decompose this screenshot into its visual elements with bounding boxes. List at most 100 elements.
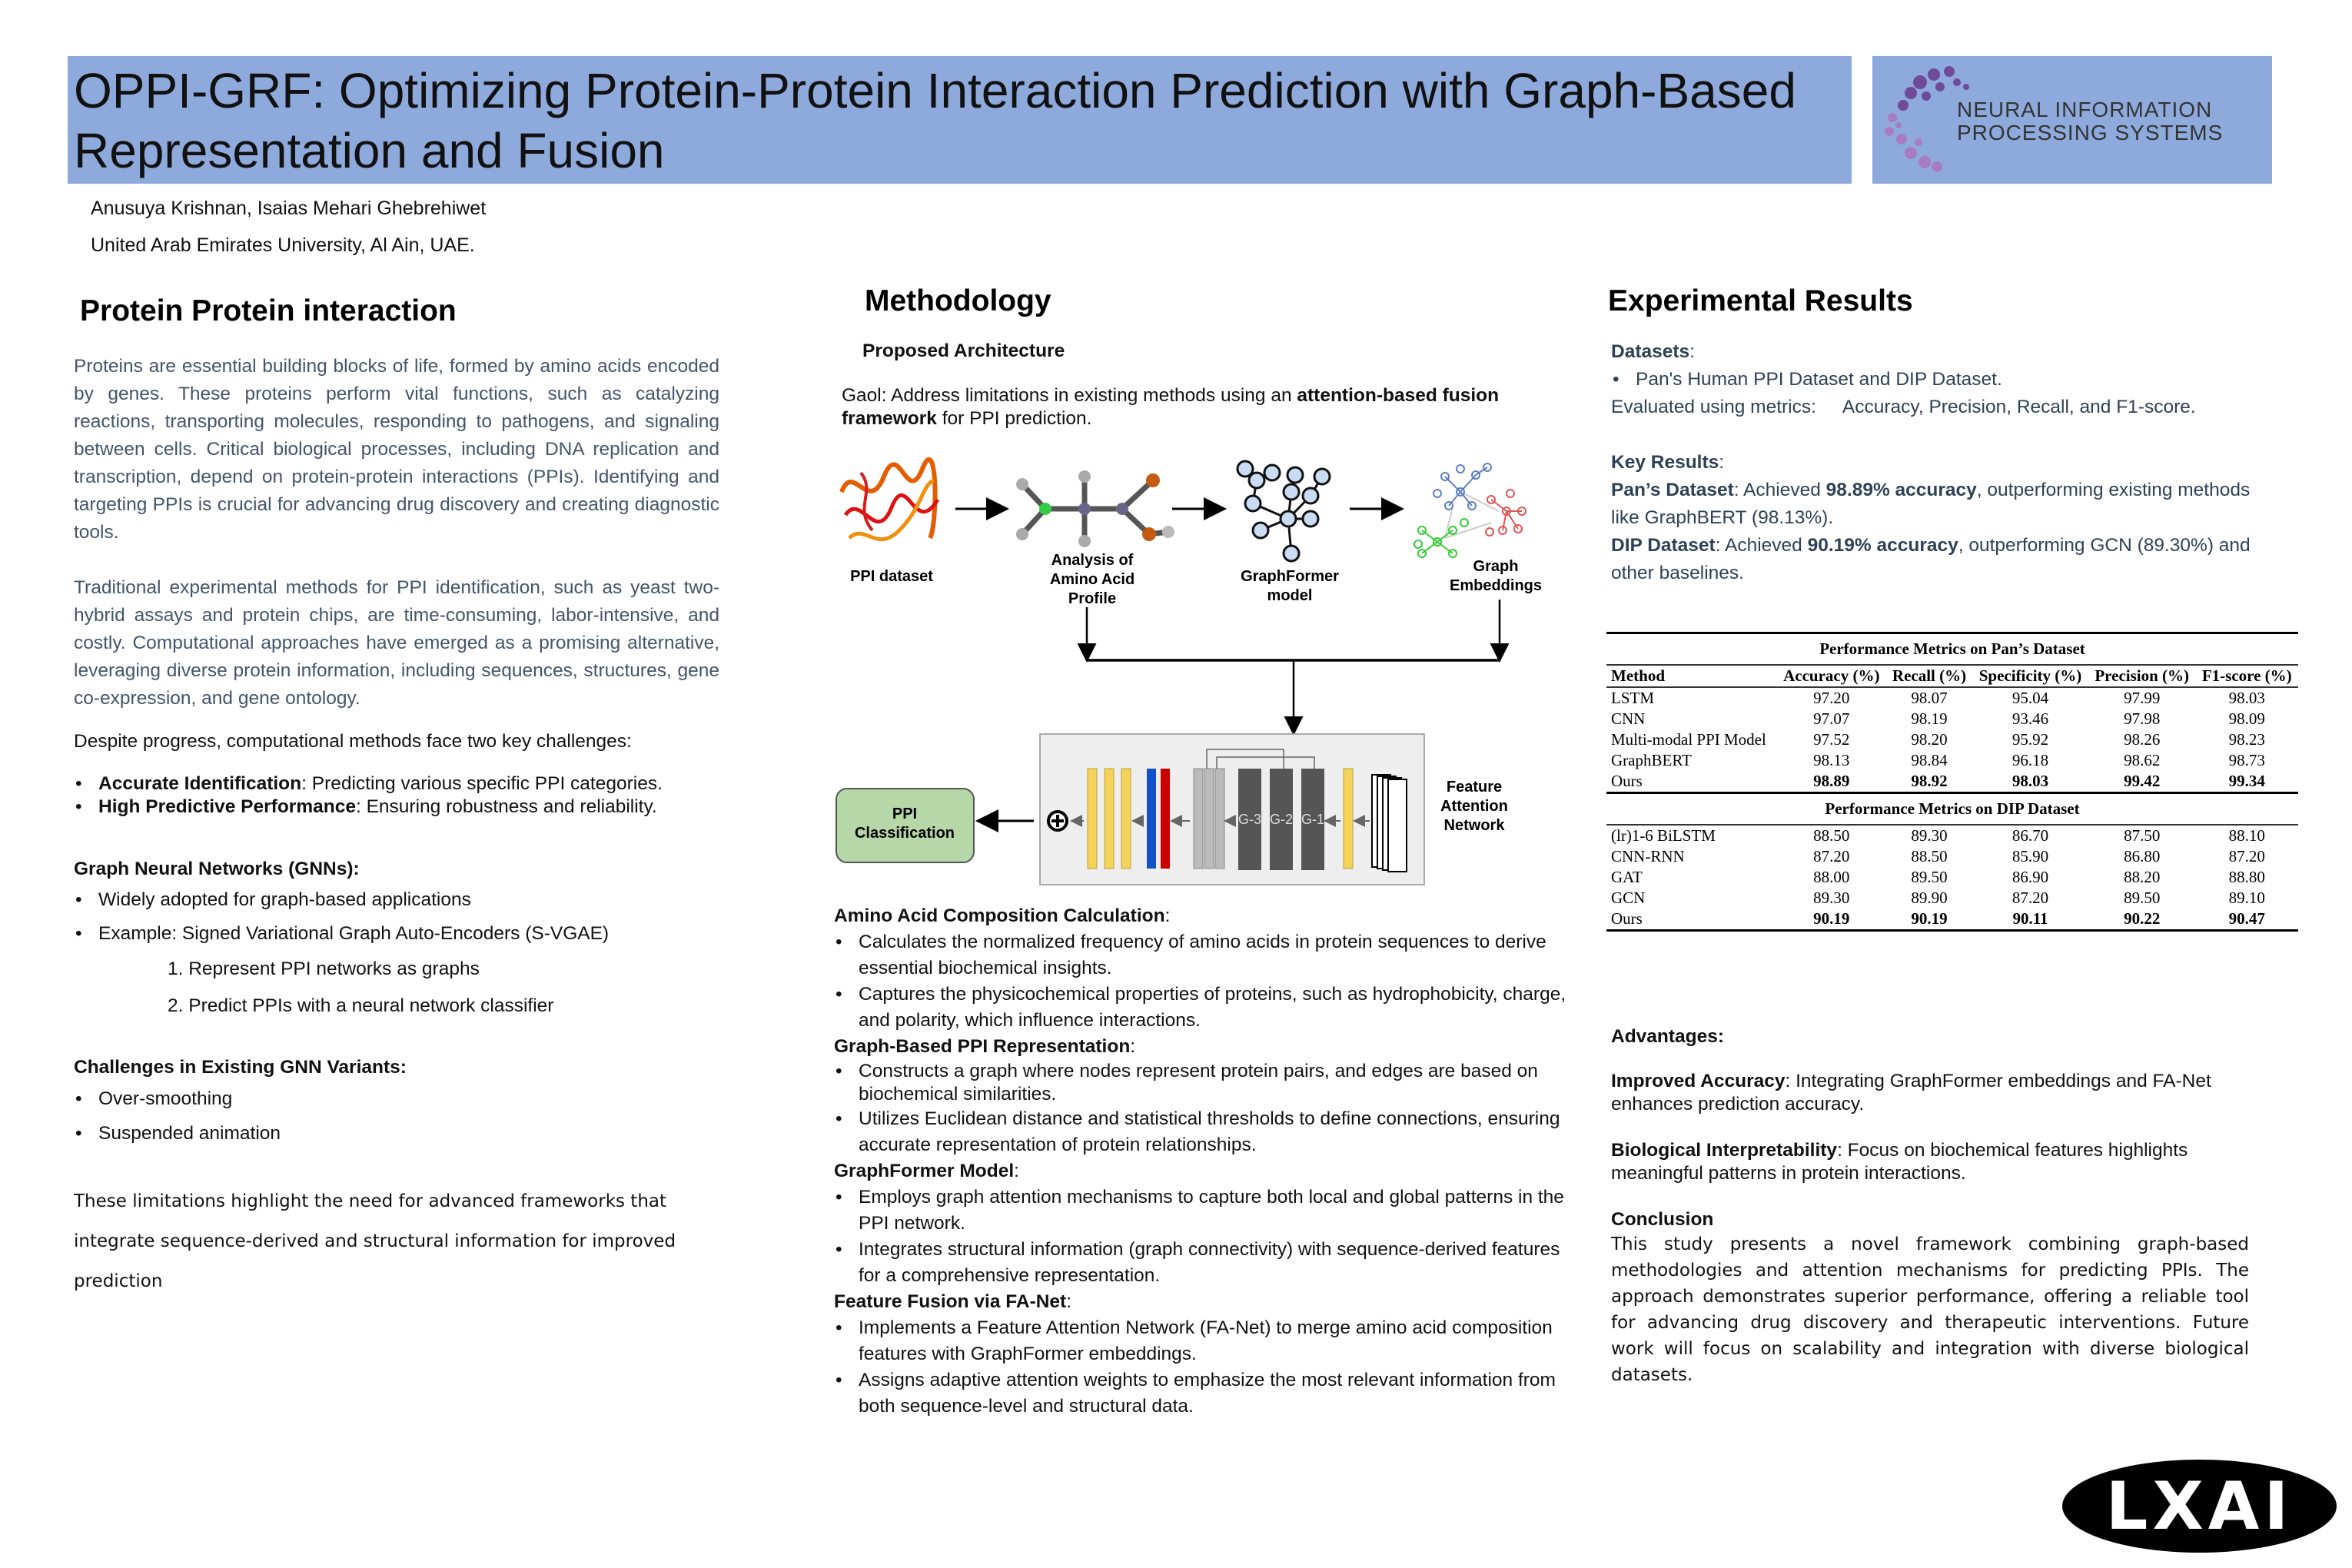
table-cell: 98.03 <box>2228 689 2265 707</box>
table-cell: 90.11 <box>2012 909 2048 928</box>
table-cell: 98.26 <box>2124 730 2161 749</box>
table-cell: 88.20 <box>2124 868 2161 886</box>
step: 2. Predict PPIs with a neural network cl… <box>168 995 554 1016</box>
table-cell: 98.03 <box>2011 772 2049 790</box>
result-label: Pan’s Dataset <box>1611 480 1734 500</box>
table-cell: 88.10 <box>2228 826 2265 845</box>
list-item: Constructs a graph where nodes represent… <box>834 1060 1568 1106</box>
table-cell: 98.09 <box>2228 709 2265 728</box>
goal-text: for PPI prediction. <box>936 408 1092 429</box>
graphformer-graph-icon <box>1236 460 1331 563</box>
dip-result: DIP Dataset: Achieved 90.19% accuracy, o… <box>1611 532 2257 587</box>
label-line: PPI <box>892 806 917 822</box>
method-section-title: Feature Fusion via FA-Net <box>834 1291 1067 1312</box>
table-bottom-rule <box>1606 930 2298 932</box>
result-text: , outperforming existing methods like Gr… <box>1611 480 2251 528</box>
table-cell: 97.52 <box>1813 730 1850 749</box>
goal-statement: Gaol: Address limitations in existing me… <box>842 384 1503 430</box>
table-cell: 99.34 <box>2228 772 2265 790</box>
table-cell: 98.19 <box>1911 709 1948 728</box>
list-item: Example: Signed Variational Graph Auto-E… <box>74 917 719 951</box>
table-cell: 87.20 <box>2011 889 2049 907</box>
table-cell: Precision (%) <box>2095 666 2190 685</box>
label-line: Graph <box>1473 558 1519 575</box>
table-cell: CNN-RNN <box>1611 847 1685 865</box>
label-line: Analysis of <box>1051 552 1134 569</box>
challenges-intro: Despite progress, computational methods … <box>74 731 632 752</box>
list-item: Suspended animation <box>74 1116 719 1151</box>
table-cell: 98.84 <box>1911 751 1948 769</box>
list-item: High Predictive Performance: Ensuring ro… <box>74 796 719 819</box>
results-summary: Datasets: Pan's Human PPI Dataset and DI… <box>1611 338 2257 587</box>
list-item: Assigns adaptive attention weights to em… <box>834 1367 1568 1420</box>
ppi-classification-box: PPI Classification <box>835 788 975 863</box>
poster-title: OPPI-GRF: Optimizing Protein-Protein Int… <box>74 63 1796 178</box>
method-section: Feature Fusion via FA-Net: Implements a … <box>834 1289 1568 1420</box>
gnn-list: Widely adopted for graph-based applicati… <box>74 883 719 951</box>
label-fa-net: Feature Attention Network <box>1440 779 1508 834</box>
lxai-logo-text: LXAI <box>2105 1467 2294 1545</box>
list-item: Accurate Identification: Predicting vari… <box>74 772 719 796</box>
table-cell: GCN <box>1611 889 1646 907</box>
label-line: Attention <box>1440 798 1508 815</box>
advantage-item: Biological Interpretability: Focus on bi… <box>1611 1139 2249 1185</box>
logo-line-2: PROCESSING SYSTEMS <box>1957 121 2224 145</box>
table-cell: Method <box>1611 666 1665 685</box>
table-cell: 90.47 <box>2228 909 2265 928</box>
label-line: Network <box>1444 817 1506 834</box>
list-item: Utilizes Euclidean distance and statisti… <box>834 1106 1568 1158</box>
protein-structure-icon <box>839 457 940 542</box>
step: 1. Represent PPI networks as graphs <box>168 958 480 979</box>
neurips-logo: NEURAL INFORMATION PROCESSING SYSTEMS <box>1872 56 2272 184</box>
fa-net-box: G-3 G-2 G-1 <box>1039 733 1425 885</box>
table-cell: 86.80 <box>2124 847 2161 865</box>
advantage-item: Improved Accuracy: Integrating GraphForm… <box>1611 1070 2249 1116</box>
pan-result: Pan’s Dataset: Achieved 98.89% accuracy,… <box>1611 477 2257 532</box>
label-line: Amino Acid <box>1050 571 1134 588</box>
g-block-label: G-1 <box>1301 812 1324 827</box>
list-item: Captures the physicochemical properties … <box>834 982 1568 1034</box>
item-text: : Predicting various specific PPI catego… <box>301 773 663 794</box>
table-cell: 88.00 <box>1813 868 1850 886</box>
table-cell: 98.13 <box>1813 751 1850 769</box>
label-amino-acid: Analysis of Amino Acid Profile <box>1050 552 1134 607</box>
table-cell: GraphBERT <box>1611 751 1692 769</box>
title-banner: OPPI-GRF: Optimizing Protein-Protein Int… <box>68 56 1852 184</box>
table-cell: 88.50 <box>1911 847 1948 865</box>
lxai-logo: LXAI <box>2062 1460 2337 1553</box>
advantage-title: Improved Accuracy <box>1611 1071 1786 1091</box>
result-value: 90.19% accuracy <box>1807 535 1958 556</box>
architecture-subheading: Proposed Architecture <box>862 341 1065 361</box>
table-cell: 98.62 <box>2124 751 2161 769</box>
section-heading-ppi: Protein Protein interaction <box>80 294 457 327</box>
table-cell: Accuracy (%) <box>1783 666 1880 685</box>
list-item: Integrates structural information (graph… <box>834 1237 1568 1289</box>
advantage-text: : Integrating GraphFormer embeddings and… <box>1611 1071 2211 1115</box>
table-cell: 89.10 <box>2228 889 2265 907</box>
table-cell: 97.07 <box>1813 709 1850 728</box>
methods-paragraph: Traditional experimental methods for PPI… <box>74 577 719 709</box>
goal-bold: attention-based fusion framework <box>842 385 1500 429</box>
result-text: : Achieved <box>1715 535 1808 556</box>
method-section: GraphFormer Model: Employs graph attenti… <box>834 1158 1568 1289</box>
table-cell: Multi-modal PPI Model <box>1611 730 1766 749</box>
table-cell: 90.19 <box>1911 909 1948 928</box>
challenges-list: Accurate Identification: Predicting vari… <box>74 772 719 819</box>
architecture-figure: PPI dataset Analysis of Amino Acid Profi… <box>835 457 1542 885</box>
molecule-icon <box>1016 470 1174 547</box>
list-item: Implements a Feature Attention Network (… <box>834 1315 1568 1367</box>
list-item: Widely adopted for graph-based applicati… <box>74 883 719 917</box>
table-cell: F1-score (%) <box>2201 666 2292 685</box>
metrics-value: Accuracy, Precision, Recall, and F1-scor… <box>1842 397 2196 417</box>
label-line: Profile <box>1068 590 1116 607</box>
table-cell: 97.99 <box>2124 689 2161 707</box>
goal-text: Gaol: Address limitations in existing me… <box>842 385 1297 406</box>
table-cell: 87.50 <box>2124 826 2161 845</box>
table-cell: 90.22 <box>2124 909 2161 928</box>
